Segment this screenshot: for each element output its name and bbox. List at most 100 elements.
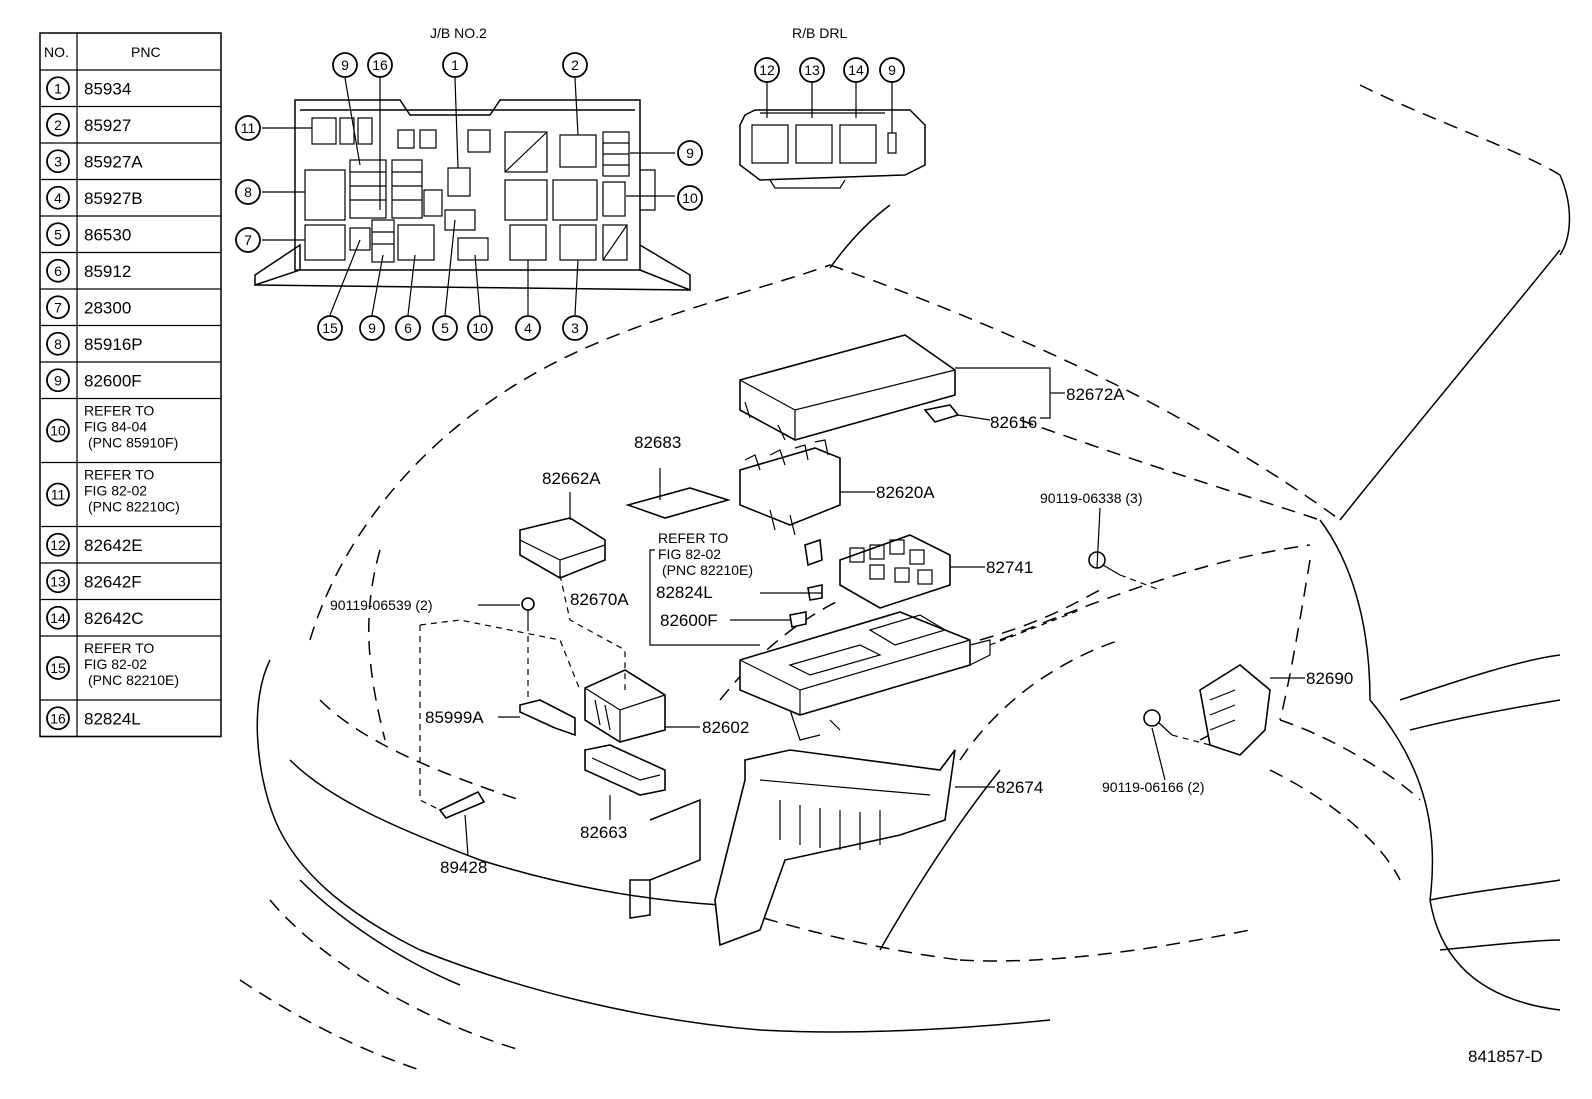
- table-row-number: 13: [50, 573, 66, 589]
- table-row-pnc: 82642E: [84, 536, 143, 555]
- table-row-pnc: 85916P: [84, 335, 143, 354]
- table-header-no: NO.: [44, 44, 69, 60]
- refer-line-3: (PNC 82210E): [662, 562, 753, 578]
- jb-callout-bottom-circle: [562, 315, 588, 341]
- table-row-number-circle: [46, 418, 70, 443]
- label-82741: 82741: [986, 558, 1033, 577]
- table-row-pnc: 85934: [84, 79, 131, 98]
- table-row-number-circle: [46, 258, 70, 283]
- table-row-pnc-line: FIG 82-02: [84, 656, 147, 672]
- table-row-pnc-line: FIG 82-02: [84, 483, 147, 499]
- label-89428: 89428: [440, 858, 487, 877]
- label-82683: 82683: [634, 433, 681, 452]
- table-header-pnc: PNC: [131, 44, 161, 60]
- jb-callout-top-circle: [562, 52, 588, 78]
- jb-callout-bottom-circle: [359, 315, 385, 341]
- label-90119-06539: 90119-06539 (2): [330, 597, 432, 613]
- table-row-number-circle: [46, 76, 70, 101]
- rb-callout-circle: [754, 57, 780, 83]
- jb-callout-left-circle: [235, 227, 261, 253]
- part-82741-relay-block: [839, 534, 951, 609]
- jb-callout-left: 7: [244, 232, 252, 248]
- rb-callout: 9: [888, 62, 896, 78]
- table-row-number: 7: [54, 299, 62, 315]
- table-row-pnc: 82642C: [84, 609, 144, 628]
- jb-callout-left: 11: [241, 120, 256, 136]
- table-row-pnc: 85912: [84, 262, 131, 281]
- label-85999A: 85999A: [425, 708, 484, 727]
- table-row-pnc: 28300: [84, 298, 131, 317]
- table-row-number-circle: [46, 706, 70, 731]
- jb-callout-right: 9: [686, 145, 694, 161]
- part-labels: 82672A 82616 82683 82620A 82662A REFER T…: [330, 385, 1543, 1066]
- part-85999A-bracket: [519, 699, 576, 737]
- table-row-number: 8: [54, 336, 62, 352]
- refer-line-1: REFER TO: [658, 530, 728, 546]
- label-82690: 82690: [1306, 669, 1353, 688]
- jb-callout-bottom: 4: [524, 320, 532, 336]
- label-90119-06166: 90119-06166 (2): [1102, 779, 1204, 795]
- jb-callout-left-circle: [235, 179, 261, 205]
- table-row-number: 16: [50, 710, 66, 726]
- table-row-number-circle: [46, 331, 70, 356]
- rb-callout: 12: [759, 62, 775, 78]
- part-82672A-cover: [739, 334, 956, 441]
- label-82672A: 82672A: [1066, 385, 1125, 404]
- jb-callout-top: 9: [341, 57, 349, 73]
- table-row-number-circle: [46, 569, 70, 594]
- table-row-number-circle: [46, 605, 70, 630]
- jb-callout-bottom-circle: [317, 315, 343, 341]
- table-row-number: 5: [54, 226, 62, 242]
- label-90119-06338: 90119-06338 (3): [1040, 490, 1142, 506]
- table-row-pnc: 82642F: [84, 572, 142, 591]
- rb-callout: 13: [804, 62, 820, 78]
- part-82602-relay-box: [584, 669, 666, 743]
- table-row-number: 10: [50, 423, 66, 439]
- jb-callout-bottom: 3: [571, 320, 579, 336]
- jb-callout-bottom: 9: [368, 320, 376, 336]
- part-82674-lower-case: [714, 749, 956, 947]
- part-82690-bracket: [1199, 664, 1271, 756]
- table-row-number-circle: [46, 222, 70, 247]
- rb-callout-circle: [799, 57, 825, 83]
- jb-callout-left-circle: [235, 115, 261, 141]
- table-row-number-circle: [46, 368, 70, 393]
- part-82824L-fuse: [804, 538, 823, 601]
- table-row-pnc: 85927A: [84, 152, 143, 171]
- table-row-pnc: 82824L: [84, 709, 141, 728]
- table-row-number: 3: [54, 153, 62, 169]
- label-82620A: 82620A: [876, 483, 935, 502]
- table-row-number-circle: [46, 532, 70, 557]
- bolt-90119-06166: [1143, 709, 1173, 736]
- jb-callout-bottom: 15: [322, 320, 338, 336]
- table-row-number-circle: [46, 482, 70, 507]
- bolt-90119-06338: [1088, 551, 1121, 576]
- jb-callout-top: 1: [451, 57, 459, 73]
- table-row-pnc: 86530: [84, 225, 131, 244]
- table-row-number-circle: [46, 656, 70, 680]
- label-82662A: 82662A: [542, 469, 601, 488]
- table-row-number: 14: [50, 610, 66, 626]
- part-82620A-holder: [739, 439, 841, 536]
- jb-callout-top: 16: [372, 57, 388, 73]
- table-row-number-circle: [46, 295, 70, 320]
- table-row-pnc-line: REFER TO: [84, 403, 154, 419]
- rb-callout: 14: [848, 62, 864, 78]
- table-row-pnc-line: (PNC 82210E): [88, 672, 179, 688]
- jb-callout-top-circle: [332, 52, 358, 78]
- part-89428-sensor: [438, 790, 486, 819]
- junction-block-no2: J/B NO.2: [254, 25, 691, 316]
- label-82600F: 82600F: [660, 611, 718, 630]
- rb-title: R/B DRL: [792, 25, 847, 41]
- table-row-pnc-line: (PNC 85910F): [88, 435, 178, 451]
- part-82683-label: [625, 468, 731, 519]
- leader-lines: [419, 367, 1305, 919]
- jb-callout-top: 2: [571, 57, 579, 73]
- table-row-number-circle: [46, 112, 70, 137]
- figure-id: 841857-D: [1468, 1047, 1543, 1066]
- label-82663: 82663: [580, 823, 627, 842]
- jb-callout-right-circle: [677, 140, 703, 166]
- jb-callout-bottom: 6: [404, 320, 412, 336]
